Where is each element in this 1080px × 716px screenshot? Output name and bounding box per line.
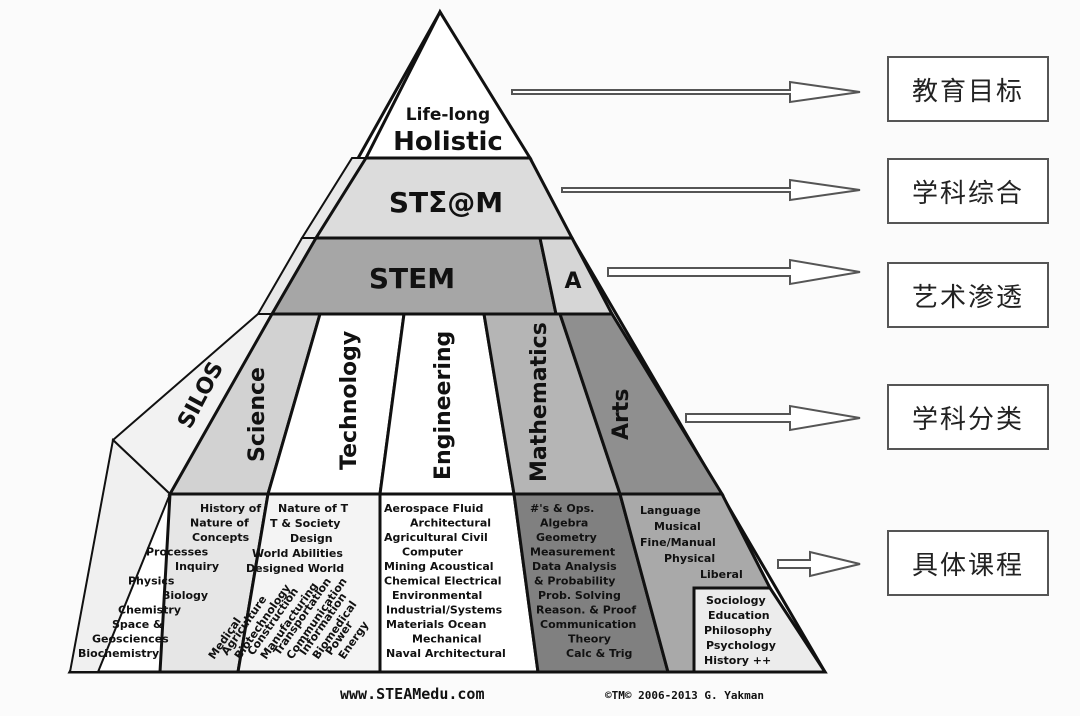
course-item: Fine/Manual bbox=[640, 536, 716, 549]
label-subject-integration: 学科综合 bbox=[887, 158, 1049, 224]
course-item: Space & bbox=[112, 618, 163, 631]
mathematics-courses: #'s & Ops. AlgebraGeometryMeasurementData… bbox=[530, 502, 636, 660]
course-item: Agricultural Civil bbox=[384, 531, 488, 544]
course-item: Psychology bbox=[706, 639, 776, 652]
course-item: Philosophy bbox=[704, 624, 772, 637]
label-education-goal: 教育目标 bbox=[887, 56, 1049, 122]
course-item: Materials Ocean bbox=[386, 618, 486, 631]
arts-humanities-courses: SociologyEducationPhilosophyPsychologyHi… bbox=[704, 594, 776, 667]
stem-label: STEM bbox=[369, 262, 455, 295]
engineering-courses: Aerospace FluidArchitecturalAgricultural… bbox=[384, 502, 506, 660]
arts-courses: LanguageMusicalFine/ManualPhysicalLibera… bbox=[640, 504, 743, 581]
course-item: Environmental bbox=[392, 589, 482, 602]
arrow-classification bbox=[685, 404, 861, 432]
discipline-mathematics: Mathematics bbox=[527, 322, 552, 482]
course-item: History ++ bbox=[704, 654, 771, 667]
holistic-label: Holistic bbox=[393, 127, 503, 157]
arrow-courses bbox=[777, 550, 861, 578]
footer-url: www.STEAMedu.com bbox=[340, 685, 485, 703]
course-item: Calc & Trig bbox=[566, 647, 632, 660]
arrow-arts bbox=[607, 258, 861, 286]
course-item: Communication bbox=[540, 618, 636, 631]
course-item: Measurement bbox=[530, 546, 615, 559]
steam-label: STΣ@M bbox=[389, 186, 503, 219]
course-item: Reason. & Proof bbox=[536, 604, 636, 617]
course-item: Theory bbox=[568, 633, 611, 646]
course-item: Naval Architectural bbox=[386, 647, 506, 660]
course-item: Data Analysis bbox=[532, 560, 617, 573]
courses-arts-bottom bbox=[692, 586, 828, 674]
course-item: Mining Acoustical bbox=[384, 560, 494, 573]
course-item: Nature of T bbox=[278, 502, 349, 515]
discipline-engineering: Engineering bbox=[431, 331, 456, 480]
discipline-arts: Arts bbox=[609, 389, 634, 441]
side-band-courses bbox=[68, 438, 172, 673]
course-item: Industrial/Systems bbox=[386, 604, 503, 617]
label-arts-infusion: 艺术渗透 bbox=[887, 262, 1049, 328]
discipline-technology: Technology bbox=[337, 331, 362, 470]
technology-diagonal-courses: MedicalAgricultureBiotechnologyConstruct… bbox=[206, 575, 371, 661]
course-item: T & Society bbox=[270, 517, 340, 530]
lifelong-label: Life-long bbox=[406, 105, 490, 125]
course-item: & Probability bbox=[534, 575, 615, 588]
course-item: Physics bbox=[128, 575, 175, 588]
course-item: Designed World bbox=[246, 562, 344, 575]
course-item: Language bbox=[640, 504, 701, 517]
arrow-integration bbox=[561, 178, 861, 202]
course-item: Musical bbox=[654, 520, 701, 533]
label-subject-classification: 学科分类 bbox=[887, 384, 1049, 450]
arrow-goal bbox=[511, 80, 861, 104]
course-item: #'s & Ops. bbox=[530, 502, 594, 515]
course-item: Sociology bbox=[706, 594, 766, 607]
course-item: Liberal bbox=[700, 568, 743, 581]
label-specific-courses: 具体课程 bbox=[887, 530, 1049, 596]
course-item: Geosciences bbox=[92, 633, 169, 646]
course-item: Design bbox=[290, 532, 333, 545]
course-item: Architectural bbox=[410, 517, 491, 530]
discipline-science: Science bbox=[245, 367, 270, 462]
science-courses: History of Nature ofConceptsProcessesInqu… bbox=[78, 502, 261, 660]
course-item: Physical bbox=[664, 552, 715, 565]
course-item: Geometry bbox=[536, 531, 597, 544]
course-item: Nature of bbox=[190, 517, 249, 530]
course-item: Chemistry bbox=[118, 604, 181, 617]
course-item: Computer bbox=[402, 546, 464, 559]
course-item: Education bbox=[708, 609, 770, 622]
course-item: History of bbox=[200, 502, 261, 515]
course-item: Biochemistry bbox=[78, 647, 159, 660]
course-item: World Abilities bbox=[252, 547, 343, 560]
course-item: Biology bbox=[162, 589, 208, 602]
a-label: A bbox=[564, 269, 581, 294]
course-item: Algebra bbox=[540, 517, 588, 530]
footer-copyright: ©TM© 2006-2013 G. Yakman bbox=[605, 689, 764, 702]
course-item: Inquiry bbox=[175, 560, 219, 573]
course-item: Chemical Electrical bbox=[384, 575, 502, 588]
course-item: Mechanical bbox=[412, 633, 482, 646]
course-item: Concepts bbox=[192, 531, 250, 544]
course-item: Aerospace Fluid bbox=[384, 502, 483, 515]
course-item: Prob. Solving bbox=[538, 589, 621, 602]
course-item: Processes bbox=[146, 546, 209, 559]
